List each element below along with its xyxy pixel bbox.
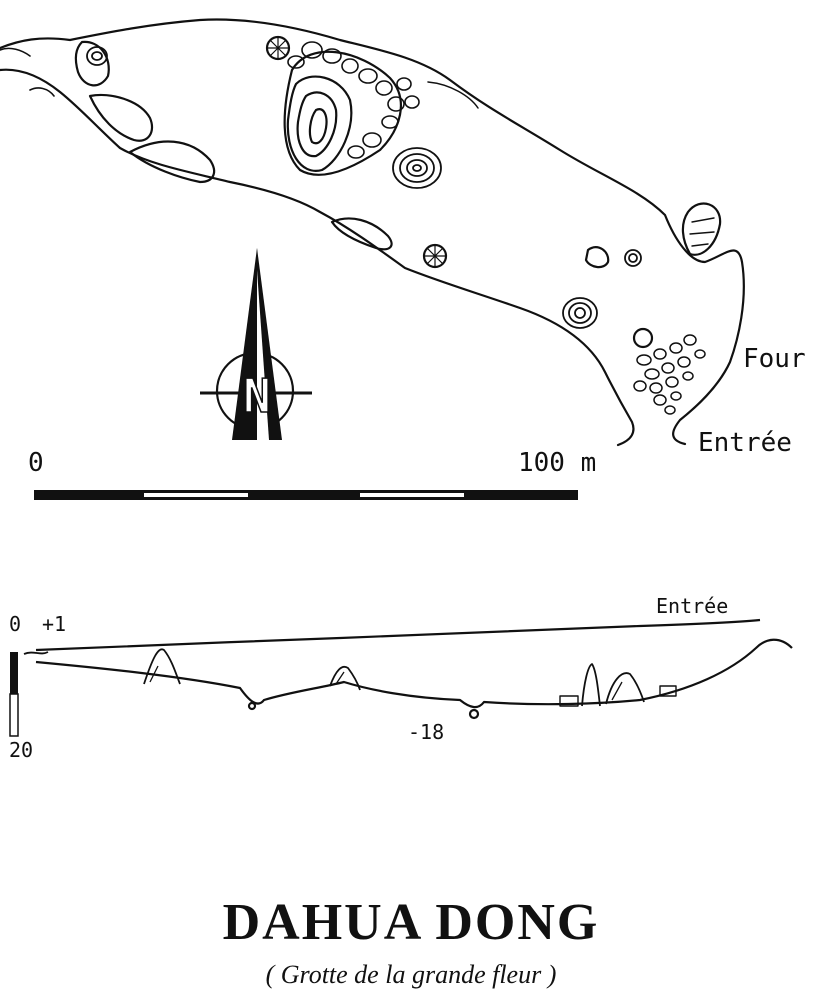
scale-end: 100 m [518, 448, 597, 478]
vertical-scale-bottom: 20 [9, 738, 34, 762]
scale-bar [34, 490, 578, 500]
vertical-scale [9, 652, 19, 737]
label-four: Four [743, 344, 806, 374]
north-letter: N [243, 369, 271, 423]
map-subtitle: ( Grotte de la grande fleur ) [265, 960, 557, 989]
cave-profile [9, 618, 793, 737]
map-title: DAHUA DONG [222, 894, 600, 951]
label-entree-profile: Entrée [656, 594, 729, 618]
depth-label: -18 [408, 720, 445, 744]
scale-start: 0 [28, 448, 44, 478]
vertical-scale-top: 0 [9, 612, 22, 636]
top-mark-label: +1 [42, 612, 67, 636]
cave-outline [0, 18, 745, 446]
north-arrow-icon: N [200, 248, 312, 440]
cave-plan: N [0, 18, 745, 500]
label-entree-plan: Entrée [698, 428, 792, 458]
